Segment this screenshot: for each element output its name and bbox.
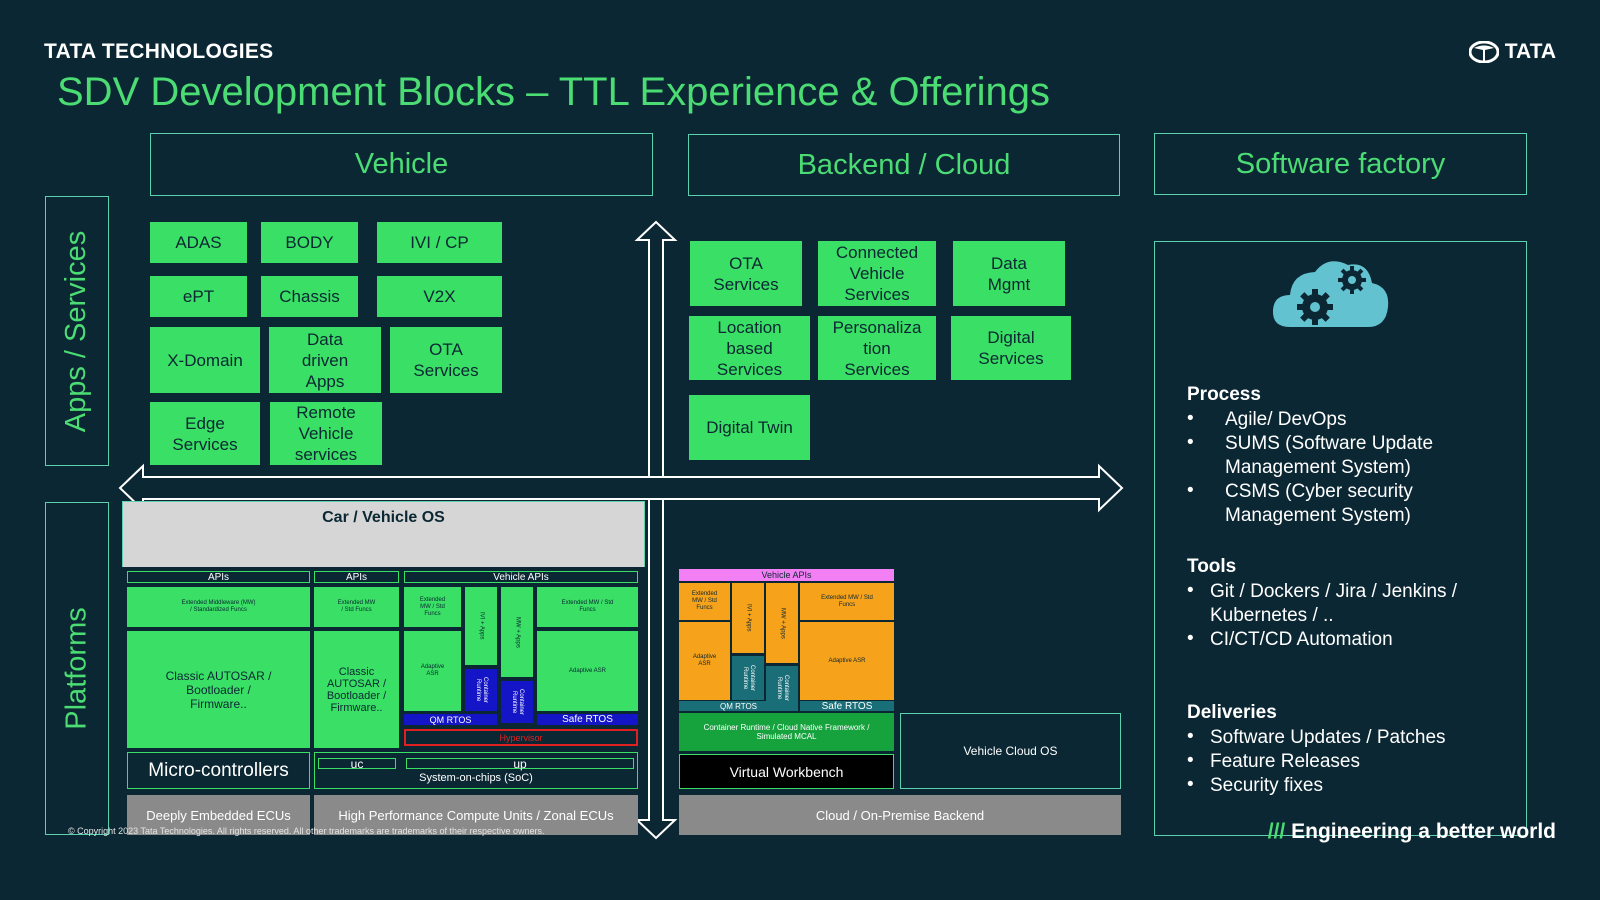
api-bar-1: APIs <box>127 571 310 583</box>
deliveries-list: •Software Updates / Patches •Feature Rel… <box>1187 726 1507 798</box>
cloud-mw-left: Extended MW / Std Funcs <box>679 583 730 620</box>
list-item: •Feature Releases <box>1187 750 1360 772</box>
list-item: •CI/CT/CD Automation <box>1187 628 1393 650</box>
process-item-3: CSMS (Cyber security Management System) <box>1225 481 1413 526</box>
software-factory-panel <box>1154 241 1527 836</box>
app-box-edge-services: Edge Services <box>150 402 260 465</box>
app-box-adas: ADAS <box>150 222 247 263</box>
vertical-double-arrow <box>634 220 678 840</box>
tata-emblem-icon <box>1468 41 1499 63</box>
backend-box-personalization: Personaliza tion Services <box>818 316 936 380</box>
app-box-x-domain: X-Domain <box>150 327 260 393</box>
bottom-bar-deeply-embedded: Deeply Embedded ECUs <box>127 795 310 835</box>
tools-item-2: CI/CT/CD Automation <box>1210 629 1393 650</box>
backend-box-connected-vehicle: Connected Vehicle Services <box>818 241 936 306</box>
mw-box-2: Extended MW / Std Funcs <box>314 587 399 627</box>
process-item-2: SUMS (Software Update Management System) <box>1225 433 1434 478</box>
tagline-slashes: /// <box>1267 820 1286 843</box>
app-box-ivi-cp: IVI / CP <box>377 222 502 263</box>
process-list: •Agile/ DevOps •SUMS (Software Update Ma… <box>1187 408 1507 528</box>
up-box: up <box>406 757 634 771</box>
app-box-v2x: V2X <box>377 276 502 317</box>
adaptive-asr-box-1: Adaptive ASR <box>404 631 461 711</box>
tagline-text: Engineering a better world <box>1291 820 1556 843</box>
api-bar-vehicle: Vehicle APIs <box>404 571 638 583</box>
deliveries-heading: Deliveries <box>1187 702 1277 723</box>
list-item: •Git / Dockers / Jira / Jenkins / Kubern… <box>1187 580 1458 626</box>
tools-list: •Git / Dockers / Jira / Jenkins / Kubern… <box>1187 580 1507 652</box>
mw-box-3: Extended MW / Std Funcs <box>404 587 461 627</box>
deliveries-item-3: Security fixes <box>1210 775 1323 796</box>
list-item: •Agile/ DevOps <box>1187 408 1347 430</box>
copyright-text: © Copyright 2023 Tata Technologies. All … <box>68 826 545 836</box>
soc-label: System-on-chips (SoC) <box>419 772 533 784</box>
process-item-1: Agile/ DevOps <box>1225 409 1347 430</box>
list-item: •SUMS (Software Update Management System… <box>1187 432 1434 478</box>
uc-box: uc <box>318 757 396 771</box>
tata-logo: TATA <box>1468 40 1556 64</box>
cloud-container-runtime-1: Container Runtime <box>732 656 764 700</box>
tagline: /// Engineering a better world <box>1268 820 1556 844</box>
tools-heading: Tools <box>1187 556 1237 577</box>
cloud-adaptive-right: Adaptive ASR <box>800 622 894 700</box>
micro-controllers-box: Micro-controllers <box>127 752 310 789</box>
backend-box-digital-twin: Digital Twin <box>689 395 810 460</box>
deliveries-item-1: Software Updates / Patches <box>1210 727 1446 748</box>
vehicle-cloud-os-box: Vehicle Cloud OS <box>900 713 1121 789</box>
list-item: •Software Updates / Patches <box>1187 726 1446 748</box>
bottom-bar-hpc: High Performance Compute Units / Zonal E… <box>314 795 638 835</box>
safe-rtos-bar: Safe RTOS <box>537 714 638 725</box>
backend-box-digital-services: Digital Services <box>951 316 1071 380</box>
deliveries-item-2: Feature Releases <box>1210 751 1360 772</box>
app-box-ept: ePT <box>150 276 247 317</box>
app-box-remote-vehicle-services: Remote Vehicle services <box>270 402 382 465</box>
cloud-mw-right: Extended MW / Std Funcs <box>800 583 894 620</box>
backend-box-location-based: Location based Services <box>689 316 810 380</box>
api-bar-2: APIs <box>314 571 399 583</box>
process-heading: Process <box>1187 384 1261 405</box>
cloud-adaptive-left: Adaptive ASR <box>679 622 730 700</box>
adaptive-asr-box-2: Adaptive ASR <box>537 631 638 711</box>
row-label-platforms: Platforms <box>45 502 109 835</box>
app-box-ota-services: OTA Services <box>390 327 502 393</box>
cloud-safe-rtos: Safe RTOS <box>800 701 894 712</box>
column-header-backend: Backend / Cloud <box>688 134 1120 196</box>
column-header-software-factory: Software factory <box>1154 133 1527 195</box>
app-box-body: BODY <box>261 222 358 263</box>
app-box-data-driven-apps: Data driven Apps <box>269 327 381 393</box>
tools-item-1: Git / Dockers / Jira / Jenkins / Kuberne… <box>1210 581 1458 626</box>
container-runtime-box-2: Container Runtime <box>501 681 533 723</box>
mw-box-6: Extended MW / Std Funcs <box>537 587 638 627</box>
soc-box <box>314 752 638 789</box>
container-runtime-box-1: Container Runtime <box>465 669 497 711</box>
row-label-apps-services: Apps / Services <box>45 196 109 466</box>
mw-apps-box: MW + Apps <box>501 587 533 677</box>
cloud-gears-icon <box>1272 261 1389 327</box>
qm-rtos-bar: QM RTOS <box>404 714 497 725</box>
ivi-apps-box: IVI + Apps <box>465 587 497 665</box>
cloud-mw-apps: MW + Apps <box>766 583 798 663</box>
tata-technologies-logo: TATA TECHNOLOGIES <box>44 40 274 63</box>
cloud-vehicle-apis-bar: Vehicle APIs <box>679 569 894 581</box>
hypervisor-bar: Hypervisor <box>404 729 638 746</box>
list-item: •Security fixes <box>1187 774 1323 796</box>
backend-box-data-mgmt: Data Mgmt <box>953 241 1065 306</box>
mw-box-1: Extended Middleware (MW) / Standardized … <box>127 587 310 627</box>
page-title: SDV Development Blocks – TTL Experience … <box>57 70 1051 114</box>
backend-box-ota-services: OTA Services <box>690 241 802 306</box>
bottom-bar-cloud: Cloud / On-Premise Backend <box>679 795 1121 835</box>
cloud-qm-rtos: QM RTOS <box>679 701 798 711</box>
list-item: •CSMS (Cyber security Management System) <box>1187 480 1413 526</box>
tata-wordmark: TATA <box>1504 40 1556 63</box>
app-box-chassis: Chassis <box>261 276 358 317</box>
cloud-ivi-apps: IVI + Apps <box>732 583 764 653</box>
column-header-vehicle: Vehicle <box>150 133 653 196</box>
classic-autosar-box-2: Classic AUTOSAR / Bootloader / Firmware.… <box>314 631 399 748</box>
classic-autosar-box-1: Classic AUTOSAR / Bootloader / Firmware.… <box>127 631 310 748</box>
car-vehicle-os-title: Car / Vehicle OS <box>322 509 445 526</box>
virtual-workbench-box: Virtual Workbench <box>679 754 894 789</box>
cloud-runtime-framework: Container Runtime / Cloud Native Framewo… <box>679 713 894 751</box>
